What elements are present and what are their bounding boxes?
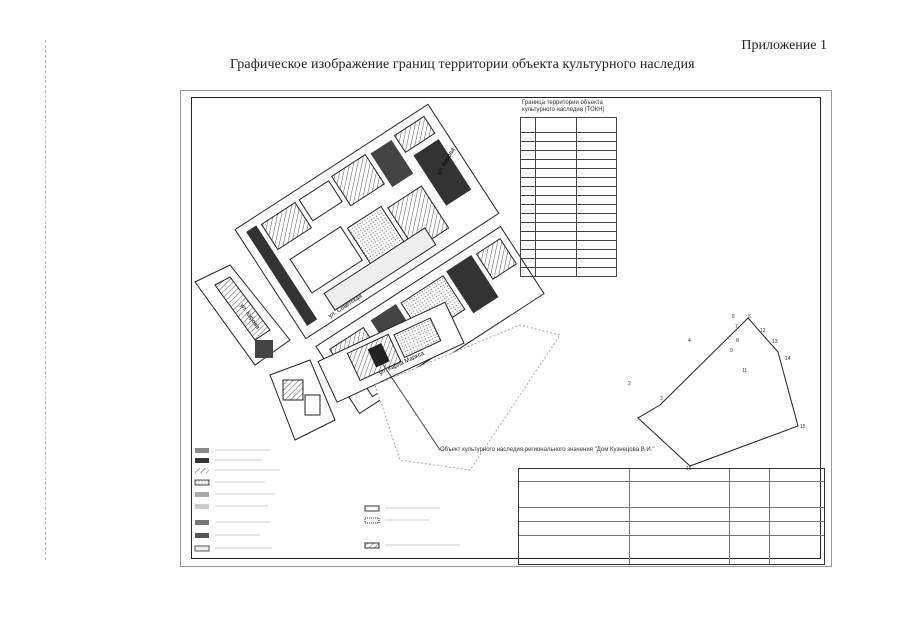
legend-swatches xyxy=(194,448,380,552)
callout-leader xyxy=(379,359,441,451)
appendix-label: Приложение 1 xyxy=(741,38,827,53)
svg-text:9: 9 xyxy=(730,348,733,354)
title-block xyxy=(518,468,825,565)
block-object xyxy=(317,301,465,403)
svg-text:3: 3 xyxy=(660,396,663,402)
map-sheet xyxy=(180,90,832,567)
svg-text:2: 2 xyxy=(628,381,631,387)
svg-text:8: 8 xyxy=(736,338,739,344)
territory-boundary xyxy=(637,317,799,467)
page-title: Графическое изображение границ территори… xyxy=(230,57,695,72)
block-south-west xyxy=(269,359,336,441)
coordinates-table: Граница территории объекта культурного н… xyxy=(520,100,617,277)
svg-text:12: 12 xyxy=(760,328,766,334)
svg-text:5: 5 xyxy=(732,314,735,320)
legend-lines xyxy=(215,449,460,549)
svg-text:7: 7 xyxy=(735,324,738,330)
svg-text:14: 14 xyxy=(785,356,791,362)
open-lot xyxy=(374,324,561,471)
coordinates-grid xyxy=(520,117,617,277)
svg-text:6: 6 xyxy=(748,314,751,320)
block-north xyxy=(234,103,500,340)
page-fold-line xyxy=(45,40,46,560)
svg-text:4: 4 xyxy=(688,338,691,344)
svg-text:11: 11 xyxy=(742,368,747,374)
svg-text:15: 15 xyxy=(800,424,806,430)
block-west xyxy=(194,264,291,366)
svg-text:13: 13 xyxy=(772,339,778,345)
svg-text:16: 16 xyxy=(686,466,692,472)
object-callout: Объект культурного наследия региональног… xyxy=(440,447,655,453)
boundary-point-labels: 2 3 4 5 6 7 8 9 12 13 14 11 15 16 xyxy=(628,314,806,472)
coordinates-table-title: Граница территории объекта культурного н… xyxy=(522,100,605,113)
map-frame xyxy=(191,97,821,559)
